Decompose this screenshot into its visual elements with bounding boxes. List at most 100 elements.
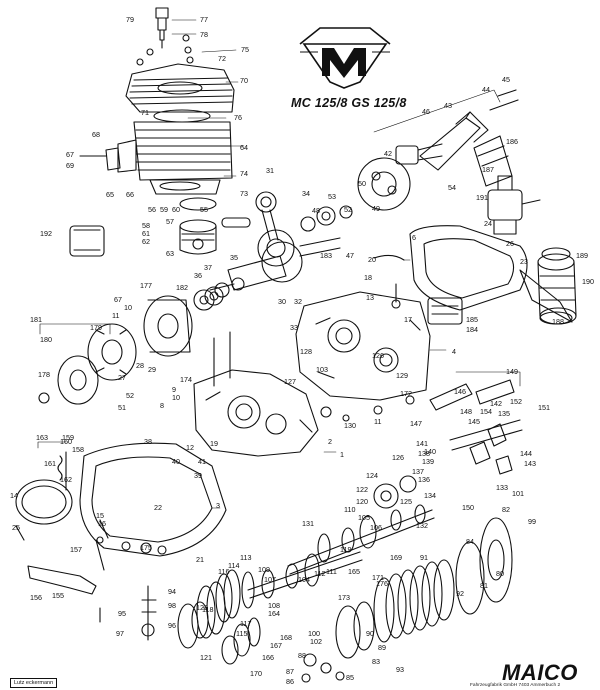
svg-text:51: 51 <box>118 403 126 412</box>
svg-text:90: 90 <box>366 629 374 638</box>
mainshaft-gears <box>317 504 426 563</box>
svg-text:96: 96 <box>168 621 176 630</box>
svg-text:93: 93 <box>396 665 404 674</box>
clutch-plates <box>373 559 455 643</box>
svg-text:1: 1 <box>340 450 344 459</box>
kick-spring <box>57 451 67 491</box>
svg-text:135: 135 <box>498 409 510 418</box>
svg-text:129: 129 <box>396 371 408 380</box>
svg-text:52: 52 <box>126 391 134 400</box>
svg-text:176: 176 <box>376 579 388 588</box>
intake-block <box>427 297 463 325</box>
maico-logo-icon <box>299 27 391 89</box>
svg-text:75: 75 <box>241 45 249 54</box>
svg-text:105: 105 <box>358 513 370 522</box>
clutch-washers <box>301 653 345 683</box>
primary-gear <box>177 601 209 649</box>
svg-text:168: 168 <box>280 633 292 642</box>
svg-text:150: 150 <box>462 503 474 512</box>
svg-text:184: 184 <box>466 325 478 334</box>
svg-text:181: 181 <box>30 315 42 324</box>
svg-text:103: 103 <box>316 365 328 374</box>
svg-text:116: 116 <box>218 567 229 576</box>
svg-text:73: 73 <box>240 189 248 198</box>
svg-text:9: 9 <box>172 385 176 394</box>
svg-text:117: 117 <box>240 619 251 628</box>
svg-text:155: 155 <box>52 591 64 600</box>
svg-text:10: 10 <box>172 393 180 402</box>
svg-text:177: 177 <box>140 281 152 290</box>
kickstart-shaft <box>141 585 157 641</box>
svg-text:112: 112 <box>314 569 325 578</box>
svg-text:71: 71 <box>141 108 149 117</box>
svg-text:144: 144 <box>520 449 532 458</box>
svg-text:43: 43 <box>444 101 452 110</box>
svg-text:40: 40 <box>172 457 180 466</box>
svg-text:136: 136 <box>418 475 430 484</box>
svg-text:55: 55 <box>200 205 208 214</box>
svg-text:137: 137 <box>412 467 424 476</box>
svg-text:119: 119 <box>340 545 351 554</box>
piston-pin <box>221 217 251 228</box>
model-designation: MC 125/8 GS 125/8 <box>291 96 407 110</box>
svg-text:48: 48 <box>312 206 320 215</box>
artist-credit: Lutz eckermann <box>10 678 58 688</box>
clutch-cover <box>79 442 227 557</box>
svg-text:62: 62 <box>142 237 150 246</box>
selector-forks <box>469 423 513 475</box>
carburettor <box>487 175 541 235</box>
svg-text:164: 164 <box>268 609 280 618</box>
svg-text:130: 130 <box>344 421 356 430</box>
leader-lines <box>37 19 521 509</box>
svg-text:14: 14 <box>10 491 18 500</box>
svg-text:52: 52 <box>344 205 352 214</box>
svg-text:154: 154 <box>480 407 492 416</box>
svg-text:99: 99 <box>528 517 536 526</box>
svg-text:86: 86 <box>286 677 294 686</box>
svg-text:16: 16 <box>98 519 106 528</box>
svg-text:111: 111 <box>326 567 337 576</box>
svg-text:146: 146 <box>454 387 466 396</box>
svg-text:151: 151 <box>538 403 550 412</box>
svg-text:61: 61 <box>142 229 150 238</box>
svg-text:159: 159 <box>62 433 74 442</box>
filter-ring <box>541 247 571 261</box>
svg-text:188: 188 <box>552 317 564 326</box>
svg-text:4: 4 <box>452 347 456 356</box>
svg-text:79: 79 <box>126 15 134 24</box>
svg-text:11: 11 <box>374 417 381 426</box>
svg-text:3: 3 <box>216 501 220 510</box>
svg-text:132: 132 <box>416 521 428 530</box>
svg-text:37: 37 <box>204 263 212 272</box>
shift-lever <box>15 519 109 541</box>
flywheel-stator <box>87 323 137 381</box>
svg-text:167: 167 <box>270 641 282 650</box>
svg-text:24: 24 <box>484 219 492 228</box>
svg-text:31: 31 <box>266 166 274 175</box>
svg-text:113: 113 <box>240 553 251 562</box>
svg-text:141: 141 <box>416 439 428 448</box>
svg-text:87: 87 <box>286 667 294 676</box>
svg-text:45: 45 <box>502 75 510 84</box>
svg-text:126: 126 <box>392 453 404 462</box>
intake-tube <box>419 111 489 171</box>
svg-text:8: 8 <box>160 401 164 410</box>
svg-text:65: 65 <box>106 190 114 199</box>
svg-text:131: 131 <box>302 519 314 528</box>
svg-text:160: 160 <box>60 437 72 446</box>
inspection-cover <box>15 479 73 525</box>
con-rod <box>255 191 295 267</box>
kickstart-lever <box>27 539 105 595</box>
svg-text:169: 169 <box>390 553 402 562</box>
head-nuts <box>136 34 194 66</box>
svg-text:76: 76 <box>234 113 242 122</box>
svg-text:78: 78 <box>200 30 208 39</box>
svg-text:12: 12 <box>186 443 194 452</box>
svg-text:190: 190 <box>582 277 594 286</box>
clutch-hub <box>335 601 375 659</box>
svg-text:26: 26 <box>506 239 514 248</box>
svg-text:42: 42 <box>384 149 392 158</box>
svg-text:49: 49 <box>372 204 380 213</box>
